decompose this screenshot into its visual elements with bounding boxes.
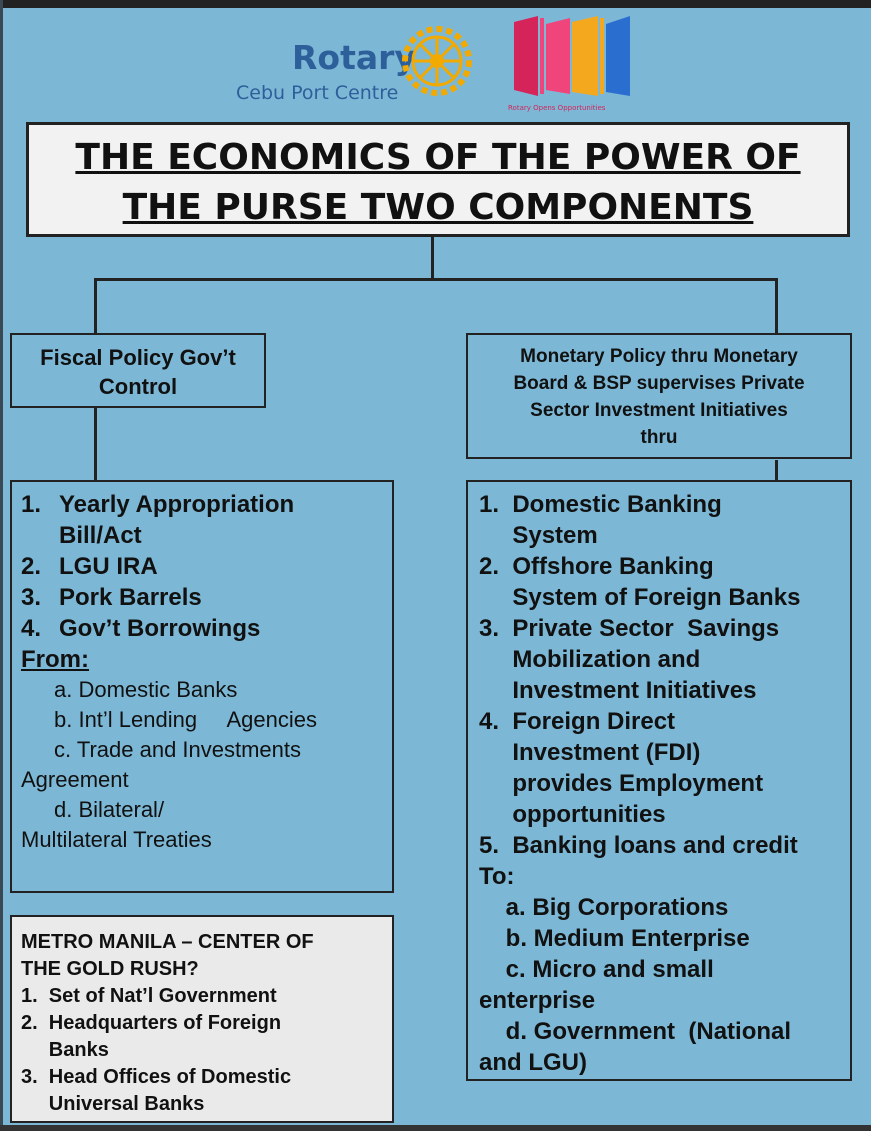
item-text: Yearly Appropriation xyxy=(59,491,295,518)
list-item: 3. Head Offices of Domestic xyxy=(21,1066,292,1088)
fiscal-policy-header: Fiscal Policy Gov’t Control xyxy=(10,333,266,408)
connector-horizontal xyxy=(94,278,778,281)
doors-icon xyxy=(514,16,630,96)
item-text: Gov’t Borrowings xyxy=(59,615,261,642)
tagline: Rotary Opens Opportunities xyxy=(508,104,606,112)
manila-title-line-2: THE GOLD RUSH? xyxy=(21,958,199,980)
item-number: 4. xyxy=(21,615,42,642)
list-item: a. Big Corporations xyxy=(479,894,729,921)
list-item: Mobilization and xyxy=(479,646,701,673)
monetary-header-line-3: Sector Investment Initiatives xyxy=(530,400,788,421)
fiscal-policy-list: 1. Yearly Appropriation Bill/Act 2. LGU IR… xyxy=(10,480,394,893)
from-label: From: xyxy=(21,646,89,673)
list-item: Investment Initiatives xyxy=(479,677,757,704)
source-item: c. Trade and Investments xyxy=(54,737,302,762)
list-item: 1. Yearly Appropriation xyxy=(21,489,392,520)
list-item: 4. Gov’t Borrowings xyxy=(21,613,392,644)
source-item: b. Int’l Lending Agencies xyxy=(54,707,317,732)
top-frame-bar xyxy=(0,0,871,8)
fiscal-header-line-1: Fiscal Policy Gov’t xyxy=(40,345,236,370)
list-item: System xyxy=(479,522,598,549)
list-item: opportunities xyxy=(479,801,666,828)
list-item: 3. Private Sector Savings xyxy=(479,615,780,642)
connector-right-down xyxy=(775,278,778,334)
list-item: Investment (FDI) xyxy=(479,739,701,766)
source-item: Multilateral Treaties xyxy=(21,827,212,852)
source-item: d. Bilateral/ xyxy=(54,797,165,822)
list-item: 2. Offshore Banking xyxy=(479,553,714,580)
list-item: 1. Domestic Banking xyxy=(479,491,722,518)
list-item: To: xyxy=(479,863,515,890)
item-number: 1. xyxy=(21,491,42,518)
list-item: System of Foreign Banks xyxy=(479,584,801,611)
title-line-2: THE PURSE TWO COMPONENTS xyxy=(122,187,754,228)
rotary-wheel-icon xyxy=(402,26,472,96)
list-item: Universal Banks xyxy=(21,1093,205,1115)
bottom-frame-bar xyxy=(0,1125,871,1131)
list-item: 2. Headquarters of Foreign xyxy=(21,1012,282,1034)
title-box: THE ECONOMICS OF THE POWER OF THE PURSE … xyxy=(26,122,850,237)
list-item: Banks xyxy=(21,1039,109,1061)
source-item: Agreement xyxy=(21,767,129,792)
monetary-header-line-1: Monetary Policy thru Monetary xyxy=(520,346,798,367)
list-item: 3. Pork Barrels xyxy=(21,582,392,613)
monetary-header-line-2: Board & BSP supervises Private xyxy=(513,373,805,394)
left-frame-bar xyxy=(0,0,3,1131)
fiscal-header-line-2: Control xyxy=(98,374,178,399)
source-item: a. Domestic Banks xyxy=(54,677,238,702)
monetary-header-line-4: thru xyxy=(640,427,678,448)
list-item: Bill/Act xyxy=(21,520,392,551)
list-item: 1. Set of Nat’l Government xyxy=(21,985,277,1007)
list-item: 2. LGU IRA xyxy=(21,551,392,582)
connector-left-down xyxy=(94,278,97,334)
item-text: Pork Barrels xyxy=(59,584,202,611)
manila-title-line-1: METRO MANILA – CENTER OF xyxy=(21,931,314,953)
connector-monetary-list xyxy=(775,460,778,482)
connector-title-down xyxy=(431,237,434,279)
metro-manila-box: METRO MANILA – CENTER OF THE GOLD RUSH? … xyxy=(10,915,394,1123)
list-item: d. Government (National xyxy=(479,1018,792,1045)
title-line-1: THE ECONOMICS OF THE POWER OF xyxy=(75,137,801,178)
item-text: LGU IRA xyxy=(59,553,158,580)
list-item: 5. Banking loans and credit xyxy=(479,832,798,859)
list-item: 4. Foreign Direct xyxy=(479,708,676,735)
connector-fiscal-list xyxy=(94,407,97,481)
list-item: b. Medium Enterprise xyxy=(479,925,750,952)
item-number: 2. xyxy=(21,553,42,580)
monetary-policy-header: Monetary Policy thru Monetary Board & BS… xyxy=(466,333,852,459)
list-item: enterprise xyxy=(479,987,596,1014)
list-item: provides Employment xyxy=(479,770,764,797)
item-number: 3. xyxy=(21,584,42,611)
list-item: and LGU) xyxy=(479,1049,587,1076)
monetary-policy-list: 1. Domestic Banking System 2. Offshore B… xyxy=(466,480,852,1081)
list-item: c. Micro and small xyxy=(479,956,714,983)
item-text: Bill/Act xyxy=(59,522,142,549)
rotary-name: Rotary xyxy=(292,38,416,77)
club-name: Cebu Port Centre xyxy=(236,82,399,104)
